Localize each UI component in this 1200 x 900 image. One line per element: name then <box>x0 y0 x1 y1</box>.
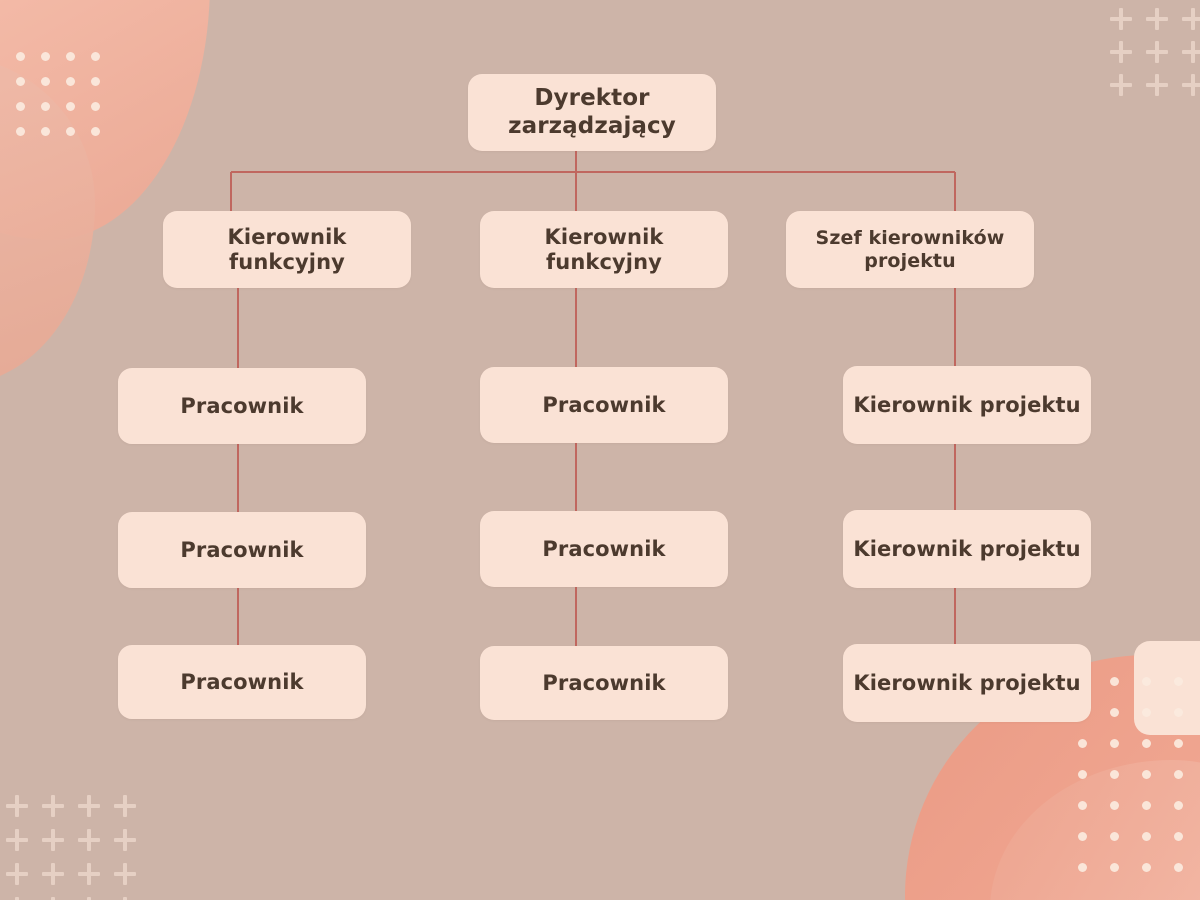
org-node-n7[interactable]: Pracownik <box>118 512 366 588</box>
org-node-n3[interactable]: Szef kierowników projektu <box>786 211 1034 288</box>
decorative-edge-card <box>1134 641 1200 735</box>
org-node-n5[interactable]: Pracownik <box>480 367 728 443</box>
org-node-n4[interactable]: Pracownik <box>118 368 366 444</box>
org-node-label: Pracownik <box>180 669 304 694</box>
org-node-n9[interactable]: Kierownik projektu <box>843 510 1091 588</box>
org-node-n12[interactable]: Kierownik projektu <box>843 644 1091 722</box>
org-node-label: Kierownik projektu <box>853 670 1081 695</box>
org-node-n6[interactable]: Kierownik projektu <box>843 366 1091 444</box>
org-node-label: Pracownik <box>180 393 304 418</box>
org-node-label: Pracownik <box>542 536 666 561</box>
org-node-label: Kierownik projektu <box>853 536 1081 561</box>
org-node-n11[interactable]: Pracownik <box>480 646 728 720</box>
org-node-n1[interactable]: Kierownik funkcyjny <box>163 211 411 288</box>
org-node-label: Kierownik funkcyjny <box>227 224 347 274</box>
org-node-n10[interactable]: Pracownik <box>118 645 366 719</box>
org-node-label: Szef kierowników projektu <box>815 227 1005 272</box>
org-node-label: Kierownik projektu <box>853 392 1081 417</box>
org-node-label: Dyrektor zarządzający <box>508 85 676 139</box>
org-node-label: Pracownik <box>180 537 304 562</box>
org-node-n8[interactable]: Pracownik <box>480 511 728 587</box>
org-node-label: Pracownik <box>542 392 666 417</box>
org-node-n0[interactable]: Dyrektor zarządzający <box>468 74 716 151</box>
org-node-label: Pracownik <box>542 670 666 695</box>
org-node-n2[interactable]: Kierownik funkcyjny <box>480 211 728 288</box>
org-node-label: Kierownik funkcyjny <box>544 224 664 274</box>
